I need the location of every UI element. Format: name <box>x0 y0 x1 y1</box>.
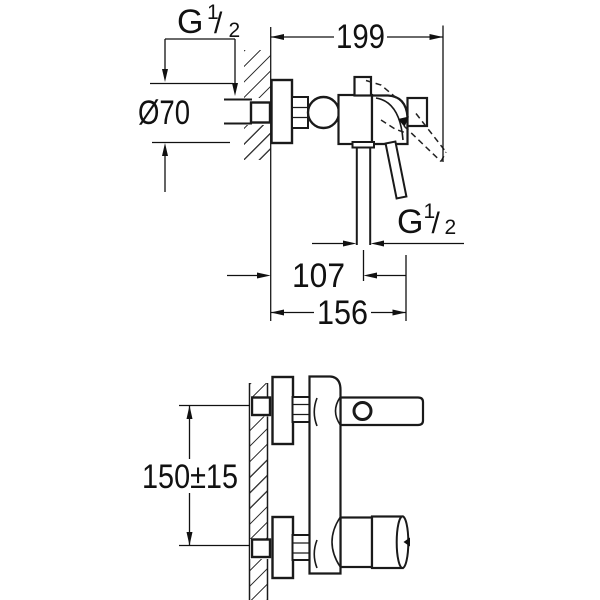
thread-outlet-letter: G <box>397 203 423 241</box>
thread-label-outlet: G 1 / 2 <box>397 200 456 241</box>
thread-top-denominator: 2 <box>229 19 241 42</box>
thread-top-letter: G <box>177 3 203 41</box>
lever-housing-contour <box>375 97 404 141</box>
dim-label-overall-depth: 199 <box>336 18 385 56</box>
top-hex-nut <box>291 396 311 423</box>
dim-label-connection-spacing: 150±15 <box>142 458 238 496</box>
outlet-depth-dim-lines <box>227 250 406 281</box>
escutcheon-side <box>270 78 294 145</box>
dim-label-outlet-depth: 107 <box>292 257 345 295</box>
lever-handle-ghost <box>365 79 447 163</box>
pivot-detail <box>398 116 409 127</box>
thread-outlet-slash: / <box>432 207 441 240</box>
dim-label-lever-depth: 156 <box>317 294 368 332</box>
hex-nut-facets <box>293 106 307 119</box>
thread-top-numerator: 1 <box>207 1 219 24</box>
body-contours <box>313 397 341 569</box>
thread-top-leader <box>164 38 236 83</box>
supply-pipe-lines <box>224 98 252 125</box>
supply-square-fitting <box>249 101 272 124</box>
front-view <box>248 375 425 600</box>
top-hex-facets <box>293 403 309 416</box>
lever-handle <box>384 140 408 200</box>
flange-dim-lines <box>150 82 233 192</box>
hex-nut-side <box>291 96 309 129</box>
ball-joint <box>306 95 341 130</box>
bottom-supply-square <box>250 538 272 559</box>
thread-outlet-denominator: 2 <box>445 216 457 239</box>
pivot-cap <box>406 96 429 128</box>
arm-hole <box>352 401 373 421</box>
outlet-pipe <box>355 147 372 245</box>
lever-housing <box>370 94 409 146</box>
temp-knob-marker <box>403 537 410 547</box>
side-view <box>222 27 447 321</box>
top-escutcheon <box>271 375 295 446</box>
dim-label-flange-diameter: Ø70 <box>138 94 190 132</box>
bottom-hex-nut <box>291 534 311 561</box>
bottom-hex-facets <box>293 542 309 554</box>
valve-section <box>339 516 374 569</box>
thread-top-slash: / <box>214 7 223 40</box>
outlet-flange <box>351 141 375 149</box>
diverter-knob <box>353 75 373 97</box>
top-supply-square <box>250 396 272 417</box>
bottom-escutcheon <box>271 515 295 580</box>
mixer-body-side <box>337 93 374 146</box>
thread-label-top: G 1 / 2 <box>177 1 240 42</box>
thread-outlet-numerator: 1 <box>424 200 436 223</box>
dimensions: G 1 / 2 Ø70 199 G 1 / 2 107 156 150±15 <box>138 1 464 547</box>
